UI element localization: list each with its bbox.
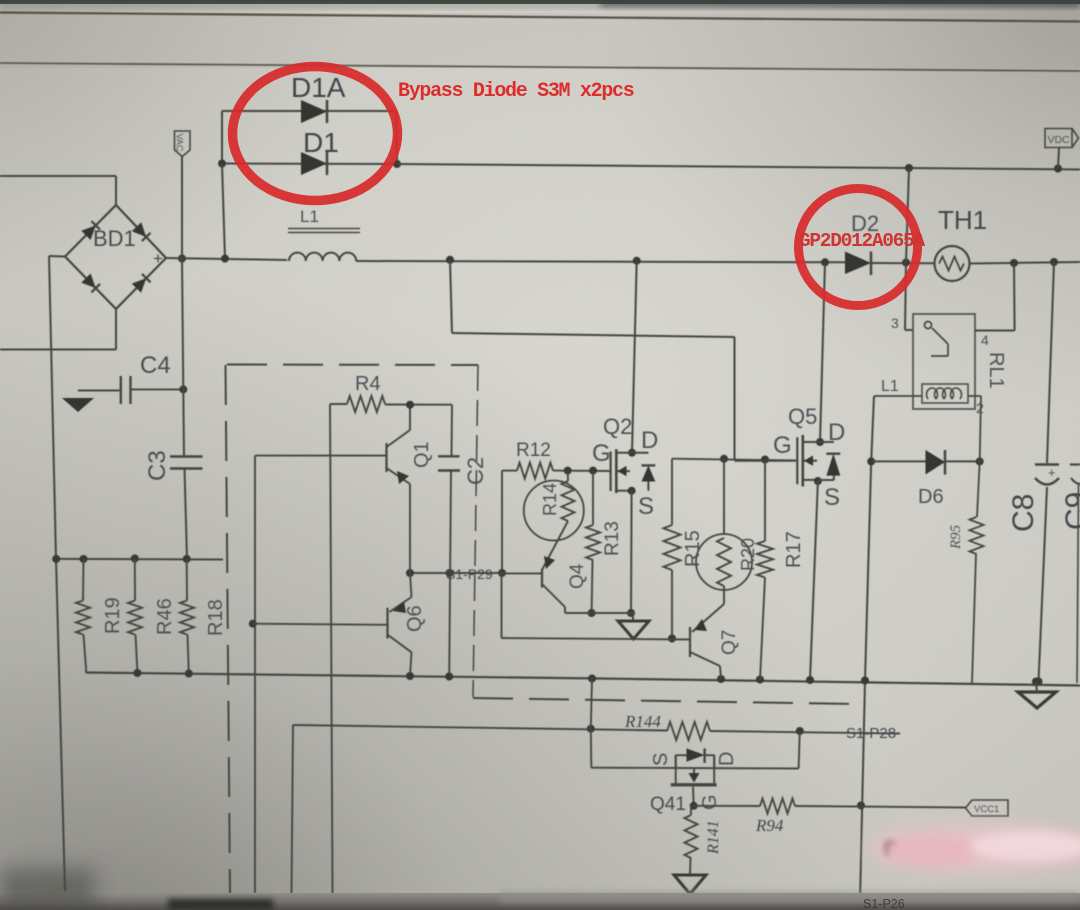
svg-text:S1-P26: S1-P26	[863, 897, 905, 910]
